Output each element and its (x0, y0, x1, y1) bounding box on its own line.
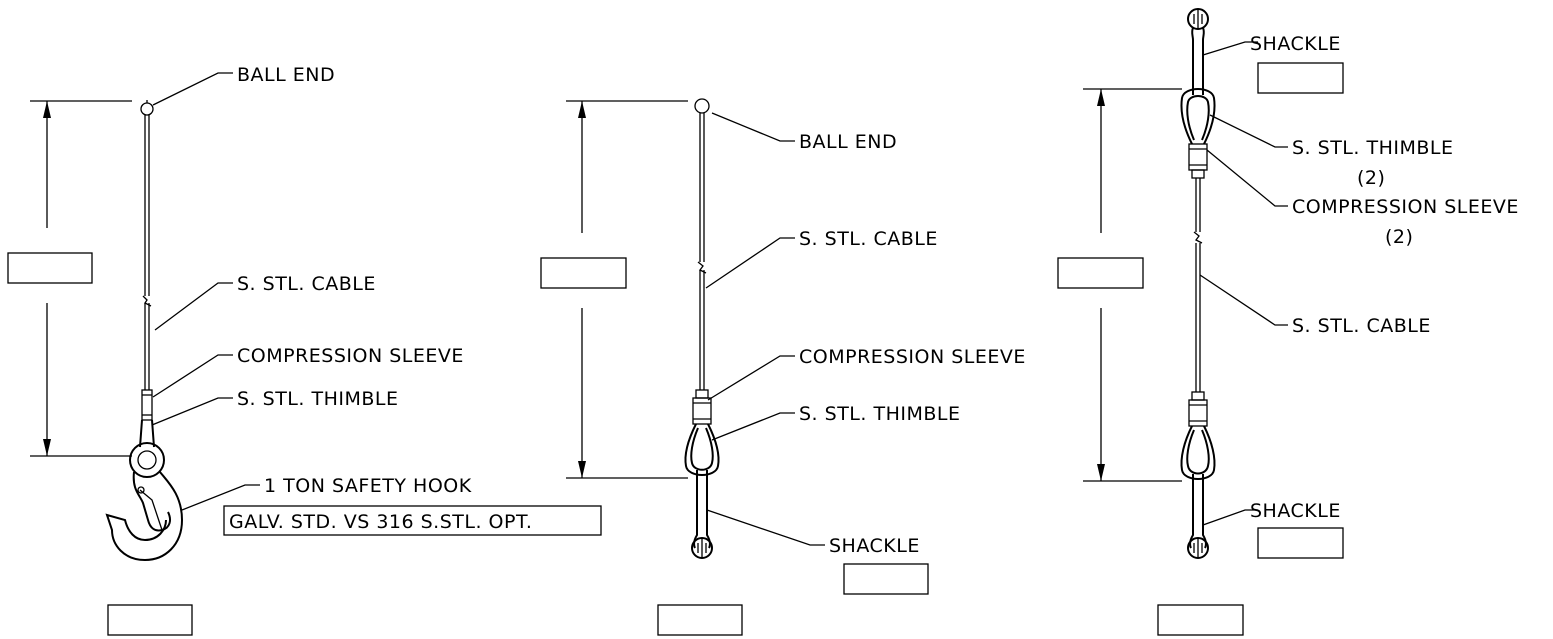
sleeve-label: COMPRESSION SLEEVE (799, 346, 1026, 368)
bottom-thimble (1180, 425, 1216, 480)
ball-end (694, 98, 710, 114)
bottom-shackle-label: SHACKLE (1250, 500, 1341, 522)
double-shackle-assembly: SHACKLE S. STL. THIMBLE (2) COMPRESSION … (1057, 8, 1519, 636)
top-sleeve (1188, 143, 1208, 179)
length-value-box (540, 257, 627, 289)
length-dimension (540, 100, 688, 479)
cable (697, 113, 707, 390)
part-number-box (1157, 604, 1244, 636)
part-number-box (107, 604, 193, 636)
thimble-label: S. STL. THIMBLE (237, 388, 399, 410)
thimble-qty-label: (2) (1357, 167, 1385, 189)
sleeve-qty-label: (2) (1385, 226, 1413, 248)
length-dimension (1057, 88, 1182, 482)
compression-sleeve (692, 389, 712, 425)
top-shackle-label: SHACKLE (1250, 33, 1341, 55)
thimble-label: S. STL. THIMBLE (1292, 137, 1454, 159)
safety-hook (105, 442, 184, 562)
shackle-value-box (843, 563, 929, 595)
hook-note-label: GALV. STD. VS 316 S.STL. OPT. (229, 511, 532, 533)
cable-label: S. STL. CABLE (237, 273, 376, 295)
thimble (684, 423, 720, 476)
compression-sleeve (141, 389, 153, 421)
sleeve-label: COMPRESSION SLEEVE (1292, 196, 1519, 218)
ball-end (140, 102, 154, 116)
shackle-label: SHACKLE (829, 535, 920, 557)
hook-label: 1 TON SAFETY HOOK (264, 475, 472, 497)
length-value-box (7, 252, 93, 284)
bottom-shackle-value-box (1257, 527, 1344, 559)
length-dimension (7, 100, 132, 457)
cable (1193, 178, 1203, 392)
thimble-label: S. STL. THIMBLE (799, 403, 961, 425)
bottom-shackle (1187, 474, 1209, 559)
bottom-sleeve (1188, 391, 1208, 427)
top-thimble (1180, 88, 1216, 145)
sleeve-label: COMPRESSION SLEEVE (237, 345, 464, 367)
top-shackle-value-box (1257, 62, 1344, 94)
hook-note-box (223, 505, 602, 536)
part-number-box (657, 604, 743, 636)
cable-label: S. STL. CABLE (799, 228, 938, 250)
ball-end-label: BALL END (799, 131, 897, 153)
ball-end-label: BALL END (237, 64, 335, 86)
cable (142, 115, 152, 390)
length-value-box (1057, 257, 1144, 289)
top-shackle (1187, 8, 1209, 95)
hook-assembly: BALL END S. STL. CABLE COMPRESSION SLEEV… (7, 64, 602, 636)
shackle (691, 470, 713, 559)
shackle-assembly: BALL END S. STL. CABLE COMPRESSION SLEEV… (540, 98, 1026, 636)
cable-label: S. STL. CABLE (1292, 315, 1431, 337)
